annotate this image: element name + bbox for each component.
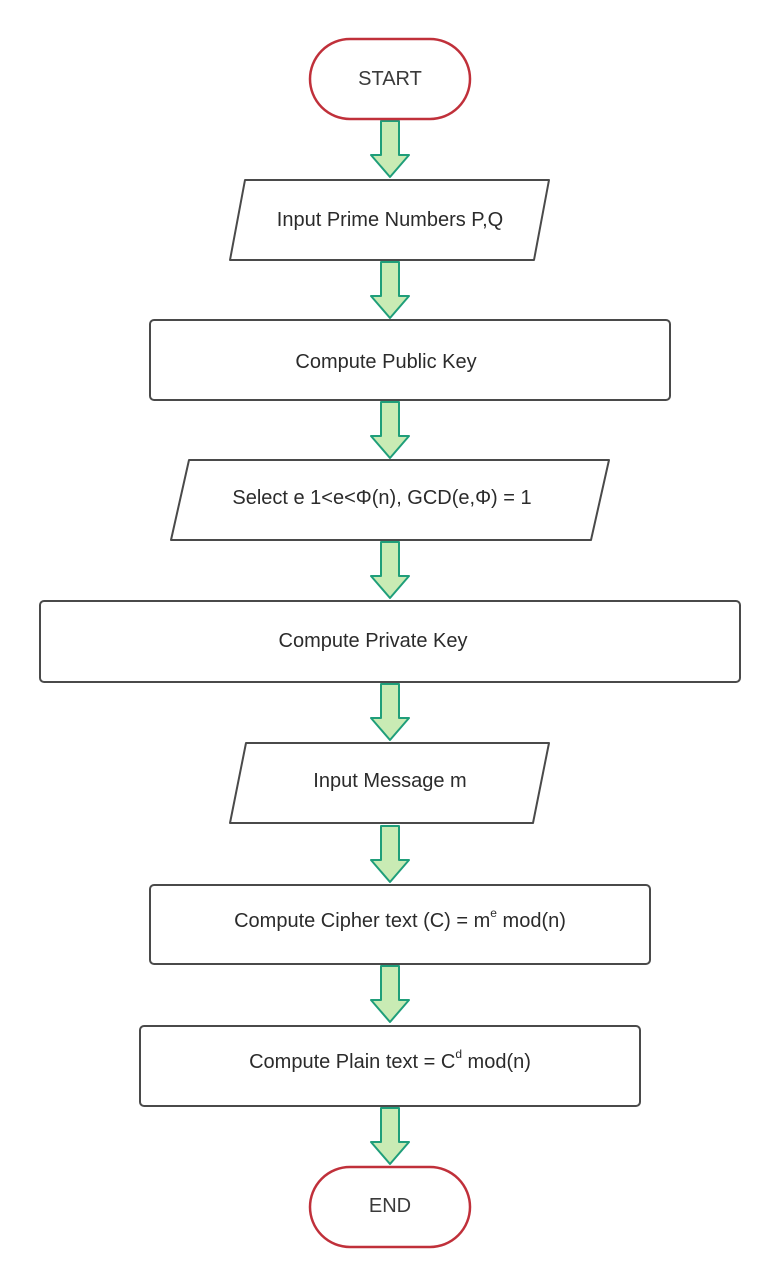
- private-key-label: Compute Private Key: [279, 630, 468, 652]
- plain-node: Compute Plain text = Cd mod(n): [139, 1025, 641, 1107]
- input-message-parallelogram: [229, 742, 550, 824]
- start-label: START: [358, 68, 422, 90]
- plain-label-exponent: d: [455, 1047, 462, 1061]
- plain-label-prefix: Compute Plain text = C: [249, 1051, 455, 1073]
- arrow-plain-to-end: [370, 1107, 410, 1165]
- select-e-label: Select e 1<e<Φ(n), GCD(e,Φ) = 1: [232, 487, 531, 509]
- start-node: START: [308, 37, 472, 121]
- plain-label-suffix: mod(n): [462, 1051, 531, 1073]
- cipher-process-box: [149, 884, 651, 965]
- arrow-select-e-to-private-key: [370, 541, 410, 599]
- arrow-cipher-to-plain: [370, 965, 410, 1023]
- cipher-node: Compute Cipher text (C) = me mod(n): [149, 884, 651, 965]
- end-node: END: [308, 1165, 472, 1249]
- input-message-node: Input Message m: [229, 742, 550, 824]
- arrow-start-to-input-primes: [370, 120, 410, 178]
- cipher-label-exponent: e: [490, 906, 497, 920]
- select-e-parallelogram: [170, 459, 610, 541]
- select-e-node: Select e 1<e<Φ(n), GCD(e,Φ) = 1: [170, 459, 610, 541]
- cipher-label-suffix: mod(n): [497, 910, 566, 932]
- cipher-label: Compute Cipher text (C) = me mod(n): [234, 906, 566, 932]
- public-key-process-box: [149, 319, 671, 401]
- input-message-label: Input Message m: [313, 770, 466, 792]
- start-terminal-shape: [308, 37, 472, 121]
- input-primes-label: Input Prime Numbers P,Q: [277, 209, 503, 231]
- end-label: END: [369, 1195, 411, 1217]
- public-key-node: Compute Public Key: [149, 319, 671, 401]
- arrow-input-message-to-cipher: [370, 825, 410, 883]
- end-terminal-shape: [308, 1165, 472, 1249]
- public-key-label: Compute Public Key: [295, 351, 476, 373]
- plain-label: Compute Plain text = Cd mod(n): [249, 1047, 531, 1073]
- arrow-input-primes-to-public-key: [370, 261, 410, 319]
- private-key-node: Compute Private Key: [39, 600, 741, 683]
- arrow-public-key-to-select-e: [370, 401, 410, 459]
- private-key-process-box: [39, 600, 741, 683]
- input-primes-parallelogram: [229, 179, 550, 261]
- plain-process-box: [139, 1025, 641, 1107]
- input-primes-node: Input Prime Numbers P,Q: [229, 179, 550, 261]
- flow-arrows: [370, 120, 410, 1165]
- cipher-label-prefix: Compute Cipher text (C) = m: [234, 910, 490, 932]
- arrow-private-key-to-input-message: [370, 683, 410, 741]
